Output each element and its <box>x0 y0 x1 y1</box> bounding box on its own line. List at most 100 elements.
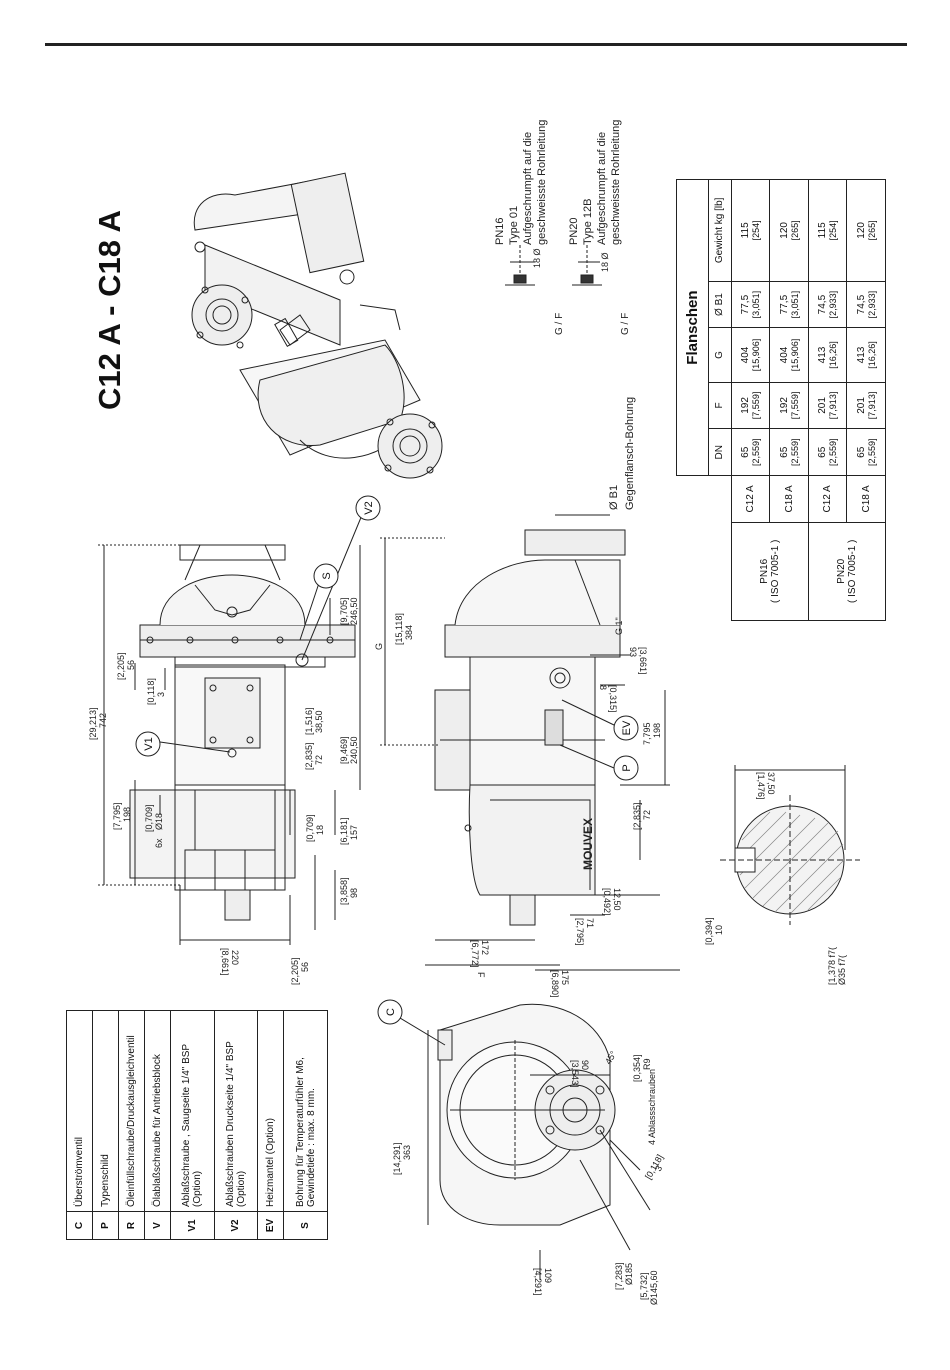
cell-b1: 74,5 <box>817 294 829 315</box>
legend-code: S <box>283 1211 328 1240</box>
cell-g-in: [16,26] <box>828 341 839 369</box>
cell-g: 413 <box>855 346 867 364</box>
dim-3: 3 <box>156 692 166 697</box>
dim-3543: [3,543] <box>570 1060 580 1088</box>
callout-ev <box>613 715 639 741</box>
dim-0709b: [0,709] <box>305 814 315 842</box>
table-row: PN16 ( ISO 7005-1 ) C12 A 65[2,559] 192[… <box>731 179 809 621</box>
cell-lb: [254] <box>828 220 839 241</box>
flanges-table: Flanschen DN F G Ø B1 Gewicht kg [lb] PN… <box>676 179 886 621</box>
legend-text: Typenschild <box>92 1010 119 1212</box>
cell-b1-in: [2,933] <box>866 290 877 319</box>
callout-c-label: C <box>385 1008 397 1016</box>
cell-f-in: [7,559] <box>750 391 761 420</box>
dim-0394: [0,394] <box>704 917 714 945</box>
dim-157: 157 <box>349 825 359 840</box>
dim-24050: 240,50 <box>349 736 359 764</box>
cell-b1: 74,5 <box>855 294 867 315</box>
cell-dn: 65 <box>817 446 829 458</box>
cell-lb: [265] <box>866 220 877 241</box>
legend-text: Öleinfüllschraube/Druckausgleichventil <box>118 1010 145 1212</box>
side-view-left <box>98 544 361 945</box>
cell-lb: [254] <box>750 220 761 241</box>
dim-2795: [2,795] <box>575 918 585 946</box>
cell-g-in: [16,26] <box>866 341 877 369</box>
cell-b1-in: [3,051] <box>789 290 800 319</box>
legend-table: C Überströmventil P Typenschild R Öleinf… <box>66 1010 328 1240</box>
group-norm: ( ISO 7005-1 ) <box>769 539 781 603</box>
pn16-line-4: geschweisste Rohrleitung <box>536 120 548 245</box>
dim-9705: [9,705] <box>339 597 349 625</box>
callout-ev-label: EV <box>621 720 633 735</box>
brand-mark: MOUVEX <box>581 818 595 870</box>
legend-row: P Typenschild <box>92 1010 119 1240</box>
dim-3750: 37,50 <box>766 772 776 795</box>
dim-9469: [9,469] <box>339 736 349 764</box>
cell-dn: 65 <box>778 446 790 458</box>
cell-dn-in: [2,559] <box>750 438 761 467</box>
dim-93: 93 <box>628 647 638 657</box>
model-cell: C12 A <box>808 475 847 523</box>
col-dn: DN <box>708 428 732 476</box>
cell-f: 192 <box>739 397 751 414</box>
legend-row: V1 Ablaßschraube , Saugseite 1/4" BSP (O… <box>170 1010 215 1240</box>
callout-circles <box>135 495 639 1025</box>
dim-172: 172 <box>480 940 490 955</box>
dim-0315: [0,315] <box>608 685 618 713</box>
front-view-bottom <box>427 1003 651 1280</box>
pn16-line-2: Type 01 <box>508 206 520 245</box>
top-rule <box>45 43 907 46</box>
legend-row: V Ölablaßschraube für Antriebsblock <box>144 1010 171 1240</box>
group-label: PN16 ( ISO 7005-1 ) <box>731 522 809 621</box>
dim-185: Ø185 <box>624 1263 634 1285</box>
dim-3661: [3,661] <box>638 647 648 675</box>
pn20-line-2: Type 12B <box>582 199 594 245</box>
cell-dn-in: [2,559] <box>828 438 839 467</box>
cell-f: 192 <box>778 397 790 414</box>
cell-g-in: [15,906] <box>750 338 761 372</box>
dim-g: G <box>374 643 384 650</box>
dim-742: 742 <box>98 713 108 728</box>
dim-6890: [6,890] <box>550 970 560 998</box>
cell-b1-in: [2,933] <box>828 290 839 319</box>
dim-1516: [1,516] <box>304 707 314 735</box>
legend-code: P <box>92 1211 119 1240</box>
cell-dn: 65 <box>739 446 751 458</box>
dim-363: 363 <box>402 1145 412 1160</box>
cell-b1-in: [3,051] <box>750 290 761 319</box>
dim-7283: [7,283] <box>614 1262 624 1290</box>
flanges-panel: Flanschen DN F G Ø B1 Gewicht kg [lb] PN… <box>676 179 886 621</box>
dim-f: F <box>476 972 486 978</box>
group-standard: PN20 <box>835 558 847 584</box>
cell-b1: 77,5 <box>778 294 790 315</box>
dim-8: 8 <box>598 685 608 690</box>
dim-6x: 6x <box>154 838 164 848</box>
callout-leaders <box>159 514 615 1046</box>
legend-text: Ölablaßschraube für Antriebsblock <box>144 1010 171 1212</box>
legend-panel: C Überströmventil P Typenschild R Öleinf… <box>66 1010 328 1240</box>
dim-98: 98 <box>349 888 359 898</box>
cell-kg: 120 <box>855 222 867 239</box>
cell-dn: 65 <box>855 446 867 458</box>
model-cell: C12 A <box>731 475 770 523</box>
dim-18a: Ø18 <box>154 813 164 830</box>
callout-p <box>613 755 639 781</box>
col-weight: Gewicht kg [lb] <box>708 179 732 282</box>
cell-f: 201 <box>855 397 867 414</box>
dim-2835a: [2,835] <box>304 742 314 770</box>
cell-f: 201 <box>817 397 829 414</box>
dim-71: 71 <box>585 918 595 928</box>
cell-b1: 77,5 <box>739 294 751 315</box>
callout-v2 <box>355 495 381 521</box>
legend-text: Heizmantel (Option) <box>257 1010 284 1212</box>
model-cell: C18 A <box>769 475 809 523</box>
legend-code: EV <box>257 1211 284 1240</box>
dim-2205a: [2,205] <box>116 652 126 680</box>
legend-code: V1 <box>170 1211 215 1240</box>
dim-198a: 198 <box>122 807 132 822</box>
legend-row: V2 Ablaßschrauben Druckseite 1/4" BSP (O… <box>214 1010 258 1240</box>
legend-row: EV Heizmantel (Option) <box>257 1010 284 1240</box>
callout-s-label: S <box>321 572 333 579</box>
dim-r9: R9 <box>642 1058 652 1070</box>
group-norm: ( ISO 7005-1 ) <box>846 539 858 603</box>
